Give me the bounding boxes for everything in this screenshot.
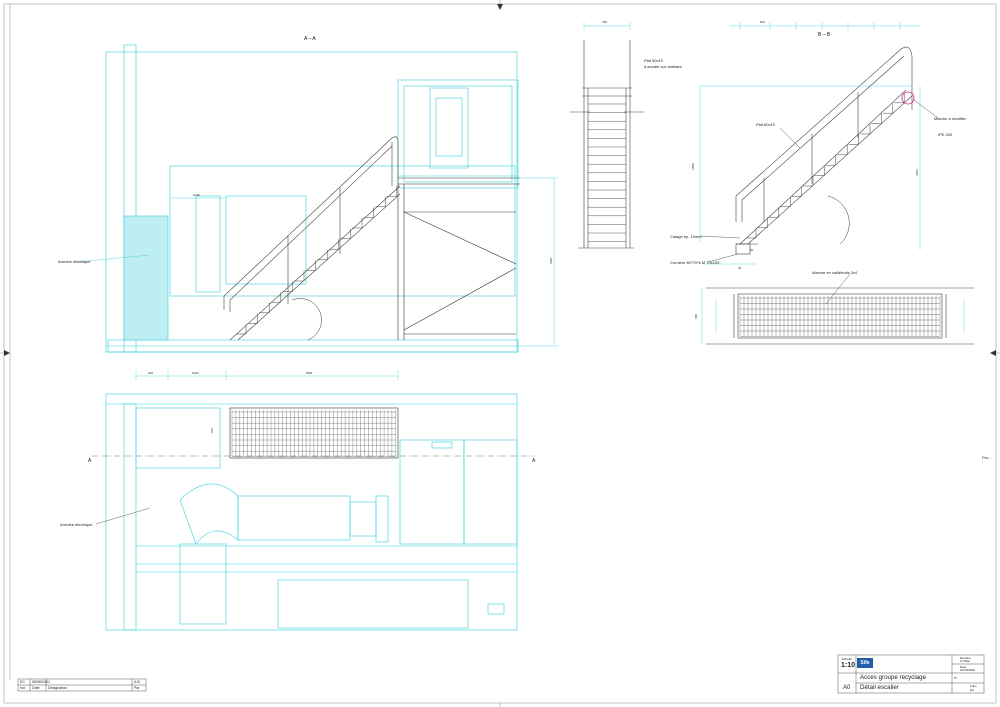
- scale-label: Echelle: [842, 657, 852, 661]
- company-logo: Sife: [857, 658, 873, 668]
- rev-row-desc: 1: [48, 680, 50, 684]
- dim-cornier-h: 60: [750, 248, 754, 252]
- dim-top-section: 810: [760, 20, 766, 24]
- dim-height-main: 2697: [548, 257, 553, 264]
- sheet-value: EC: [970, 688, 975, 692]
- side-view-steps: [746, 92, 905, 239]
- sheet-label: Folio: [970, 684, 977, 688]
- rev-header-ind: Ind: [20, 686, 25, 690]
- center-mark-top: [497, 4, 503, 10]
- plat-side-label: Plat 60x10: [756, 122, 775, 127]
- dim-landing: 1048: [193, 193, 200, 197]
- ipe-label: IPE 200: [938, 132, 953, 137]
- grating-detail-bars: [739, 296, 941, 337]
- plan-grating: [229, 407, 399, 459]
- side-view-dims: [699, 22, 921, 265]
- author-value: S.Vidal: [960, 659, 970, 663]
- right-edge-note: Pro...: [982, 455, 992, 460]
- grating-detail-dims: [701, 288, 965, 344]
- armoire-label-top: Armoire électrique: [58, 259, 91, 264]
- rev-row-by: A.B: [134, 680, 140, 684]
- number-label: N°: [954, 676, 958, 680]
- section-aa-stair: [223, 136, 401, 341]
- rev-header-by: Par: [134, 686, 140, 690]
- section-aa-structure: [397, 177, 520, 340]
- section-aa-building: [105, 44, 519, 353]
- side-view-angle-arc: [827, 195, 850, 245]
- dim-left: 220: [148, 371, 154, 375]
- rev-header-date: Date: [32, 686, 40, 690]
- format-label: A0: [843, 685, 851, 691]
- date-value: 01/06/2016: [960, 668, 976, 672]
- dim-grating-side: 210: [210, 427, 215, 434]
- title-block: [837, 654, 985, 694]
- date-label: Date: [960, 665, 967, 669]
- plan-grating-bars: [231, 410, 396, 457]
- front-view: [570, 40, 644, 249]
- marche-highlight-circle: [901, 91, 915, 105]
- drawing-title: Détail escalier: [860, 684, 899, 691]
- rev-row-ind: EC: [20, 680, 25, 684]
- grating-detail-outline: [706, 287, 974, 345]
- dim-side-rise: 3071: [914, 169, 919, 176]
- marche-caillebotis-label: Marche en caillebotis 3x4: [812, 270, 858, 275]
- author-label: Dessiné: [960, 656, 971, 660]
- section-marker-left: A: [88, 458, 92, 464]
- center-mark-right: [990, 350, 996, 356]
- dim-front-top: 790: [602, 20, 608, 24]
- revision-block: [17, 678, 147, 692]
- center-mark-left: [4, 350, 10, 356]
- section-aa-dimensions: [75, 177, 558, 380]
- section-aa-steps: [236, 186, 398, 335]
- dim-grating-w: 660: [694, 313, 699, 320]
- section-aa-title: A – A: [304, 36, 316, 42]
- side-view: [735, 46, 913, 255]
- side-view-title: B – B: [818, 32, 831, 38]
- plan-leader: [95, 507, 151, 525]
- cornier-label: Cornière 60*70*6 M 70x100: [670, 260, 720, 265]
- side-view-leaders: [699, 99, 939, 305]
- dim-cornier-w: 40: [738, 266, 742, 270]
- plat-front-line1: Plat 50x10: [644, 58, 663, 63]
- rev-header-desc: Désignation: [48, 686, 67, 690]
- dim-right: 3091: [306, 371, 313, 375]
- armoire-electrique-top: [123, 215, 169, 341]
- plan-view-building: [105, 393, 518, 631]
- rev-row-date: 06/06/016: [32, 680, 48, 684]
- calage-label: Calage ep. 10mm: [670, 234, 702, 239]
- dim-side-height: 2550: [690, 163, 695, 170]
- plat-front-line2: à souder sur ambiant: [644, 64, 682, 69]
- dim-mid: 1024: [192, 371, 199, 375]
- section-aa-angle-arc: [291, 298, 322, 341]
- front-view-dims: [583, 22, 631, 30]
- scale-value: 1:10: [841, 662, 856, 669]
- project-title: Acces groupe recyclage: [860, 674, 927, 681]
- armoire-label-bottom: Armoire électrique: [60, 522, 93, 527]
- section-marker-right: A: [532, 458, 536, 464]
- marche-modifier-label: Marche à modifier: [934, 116, 967, 121]
- front-view-treads: [588, 103, 626, 242]
